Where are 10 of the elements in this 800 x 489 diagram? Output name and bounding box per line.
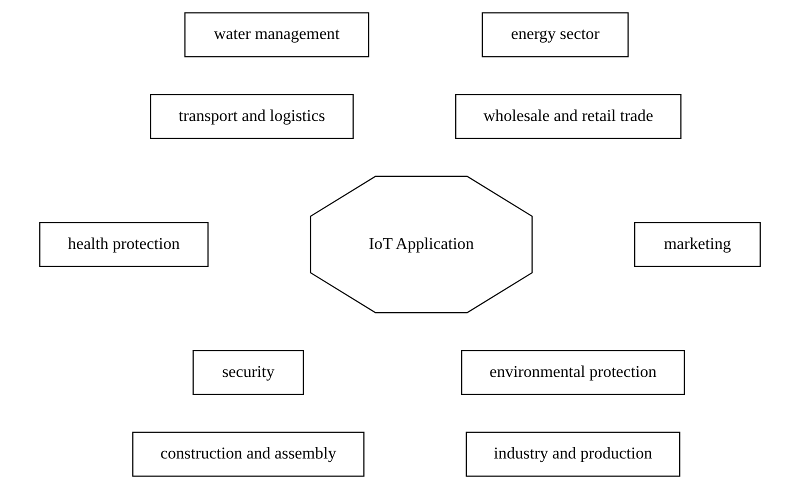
node-box: health protection bbox=[39, 222, 209, 268]
node-box: marketing bbox=[634, 222, 761, 268]
node-box: industry and production bbox=[466, 432, 680, 477]
node-box: water management bbox=[184, 12, 370, 58]
node-box: wholesale and retail trade bbox=[455, 94, 682, 140]
node-box: transport and logistics bbox=[150, 94, 354, 140]
node-box: security bbox=[192, 350, 304, 395]
node-box: environmental protection bbox=[461, 350, 685, 395]
node-box: energy sector bbox=[482, 12, 629, 58]
node-box: construction and assembly bbox=[132, 432, 364, 477]
